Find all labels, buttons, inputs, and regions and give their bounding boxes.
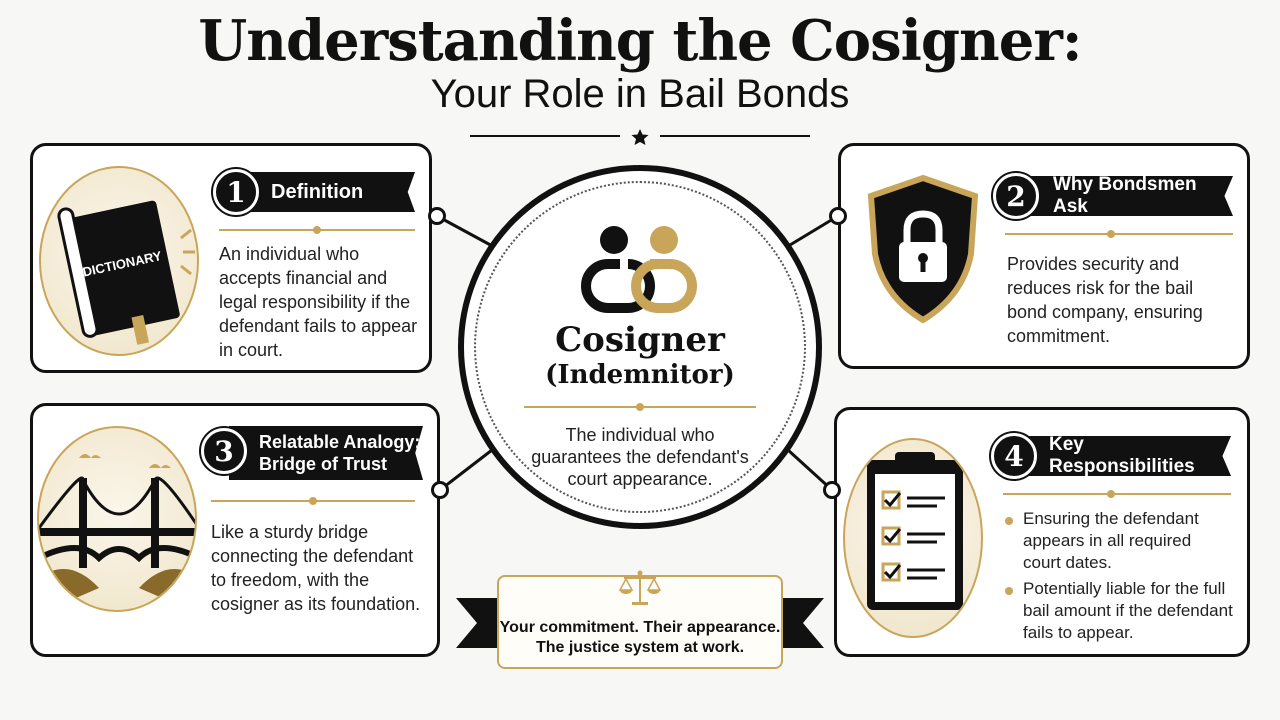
linked-people-icon	[581, 226, 697, 313]
page-subtitle: Your Role in Bail Bonds	[430, 72, 850, 116]
analogy-text: Like a sturdy bridge connecting the defe…	[211, 522, 421, 614]
list-item: Potentially liable for the full bail amo…	[1003, 578, 1233, 644]
why-bondsmen-heading: Why Bondsmen Ask	[1053, 174, 1197, 217]
footer-line-1: Your commitment. Their appearance.	[499, 619, 781, 636]
center-description: The individual who guarantees the defend…	[531, 425, 749, 489]
card-4-rule-dot	[1107, 490, 1115, 498]
definition-text: An individual who accepts financial and …	[219, 244, 418, 360]
responsibilities-list: Ensuring the defendant appears in all re…	[1003, 508, 1233, 648]
page-title: Understanding the Cosigner:	[198, 8, 1082, 74]
list-item: Ensuring the defendant appears in all re…	[1003, 508, 1233, 574]
responsibilities-illustration	[843, 438, 983, 638]
title-divider	[470, 129, 810, 145]
connector-node-4	[823, 481, 841, 499]
step-number-4: 4	[991, 433, 1037, 479]
bridge-icon	[39, 454, 195, 610]
step-number-3: 3	[201, 428, 247, 474]
card-1-rule-dot	[313, 226, 321, 234]
card-4-rule	[1003, 493, 1231, 495]
card-2-rule-dot	[1107, 230, 1115, 238]
card-analogy: Relatable Analogy: Bridge of Trust 3 Lik…	[30, 403, 440, 657]
why-bondsmen-banner: Why Bondsmen Ask	[1019, 176, 1233, 216]
center-dotted-ring	[474, 181, 806, 513]
center-title: Cosigner	[555, 320, 725, 360]
center-rule-dot	[636, 403, 644, 411]
card-why-bondsmen-ask: Why Bondsmen Ask 2 Provides security and…	[838, 143, 1250, 369]
center-subtitle: (Indemnitor)	[545, 360, 735, 390]
analogy-heading-line1: Relatable Analogy:	[259, 432, 421, 452]
connector-node-1	[428, 207, 446, 225]
footer-line-2: The justice system at work.	[535, 639, 745, 656]
step-number-2: 2	[993, 173, 1039, 219]
clipboard-checklist-icon	[867, 452, 963, 610]
card-key-responsibilities: Key Responsibilities 4 Ensuring the defe…	[834, 407, 1250, 657]
star-icon	[631, 129, 649, 145]
responsibilities-banner: Key Responsibilities	[1017, 436, 1231, 476]
analogy-banner: Relatable Analogy: Bridge of Trust	[229, 426, 423, 480]
analogy-heading-line2: Bridge of Trust	[259, 454, 388, 474]
card-3-rule-dot	[309, 497, 317, 505]
connector-node-3	[431, 481, 449, 499]
why-bondsmen-text: Provides security and reduces risk for t…	[1007, 254, 1203, 346]
step-number-1: 1	[213, 169, 259, 215]
connector-node-2	[829, 207, 847, 225]
card-definition: DICTIONARY Definition 1 An individual wh…	[30, 143, 432, 373]
definition-heading: Definition	[271, 180, 364, 203]
definition-banner: Definition	[233, 172, 415, 212]
footer-text: Your commitment. Their appearance. The j…	[497, 618, 783, 658]
definition-illustration: DICTIONARY	[39, 166, 199, 356]
analogy-illustration	[37, 426, 197, 612]
scales-of-justice-icon	[618, 570, 662, 605]
dictionary-book-icon: DICTIONARY	[57, 200, 195, 345]
shield-lock-icon	[867, 174, 979, 324]
responsibilities-heading: Key Responsibilities	[1049, 434, 1195, 477]
card-2-rule	[1005, 233, 1233, 235]
